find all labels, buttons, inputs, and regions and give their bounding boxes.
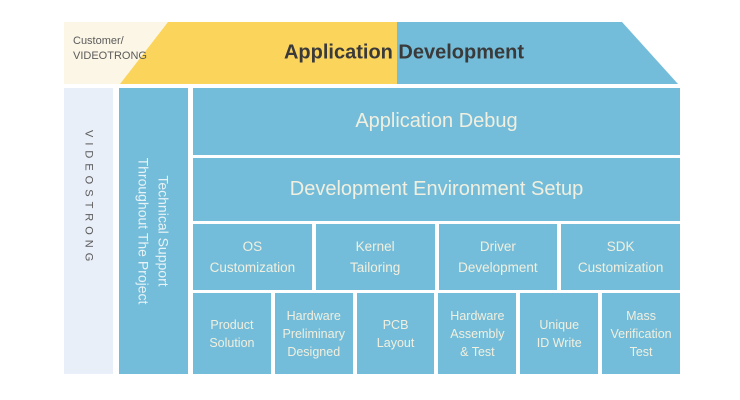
cell-hardware-assembly: Hardware Assembly & Test (438, 293, 517, 374)
technical-support-rail: Technical Support Throughout The Project (119, 88, 188, 374)
cell-pcb-layout: PCB Layout (356, 293, 435, 374)
cell-hardware-preliminary: Hardware Preliminary Designed (274, 293, 353, 374)
row-application-debug: Application Debug (193, 88, 680, 155)
brand-rail: VIDEOSTRONG (64, 88, 113, 374)
blue-ribbon-shape (397, 22, 678, 84)
row-dev-environment-setup: Development Environment Setup (193, 158, 680, 221)
cell-os-customization: OS Customization (193, 224, 312, 290)
cell-sdk-customization: SDK Customization (561, 224, 680, 290)
customer-panel-shape (64, 22, 168, 84)
process-grid: Application Debug Development Environmen… (193, 88, 680, 374)
banner-title: Application Development (283, 41, 525, 64)
cell-driver-development: Driver Development (438, 224, 558, 290)
customer-label: Customer/ VIDEOTRONG (73, 34, 147, 64)
customer-label-line2: VIDEOTRONG (73, 50, 147, 62)
technical-support-line2: Throughout The Project (135, 157, 152, 305)
banner-ribbon-shapes (64, 22, 678, 84)
cell-kernel-tailoring: Kernel Tailoring (315, 224, 435, 290)
technical-support-text: Technical Support Throughout The Project (119, 88, 188, 374)
cell-mass-verification: Mass Verification Test (602, 293, 680, 374)
cell-product-solution: Product Solution (193, 293, 271, 374)
brand-vertical-text: VIDEOSTRONG (82, 130, 95, 267)
yellow-ribbon-shape (120, 22, 397, 84)
technical-support-line1: Technical Support (155, 175, 172, 287)
row-software-tasks: OS Customization Kernel Tailoring Driver… (193, 224, 680, 290)
bar-dev-environment-setup: Development Environment Setup (193, 158, 680, 221)
cell-unique-id-write: Unique ID Write (520, 293, 599, 374)
customer-label-line1: Customer/ (73, 35, 124, 47)
row-hardware-tasks: Product Solution Hardware Preliminary De… (193, 293, 680, 374)
bar-application-debug: Application Debug (193, 88, 680, 155)
top-banner: Customer/ VIDEOTRONG Application Develop… (64, 22, 684, 84)
